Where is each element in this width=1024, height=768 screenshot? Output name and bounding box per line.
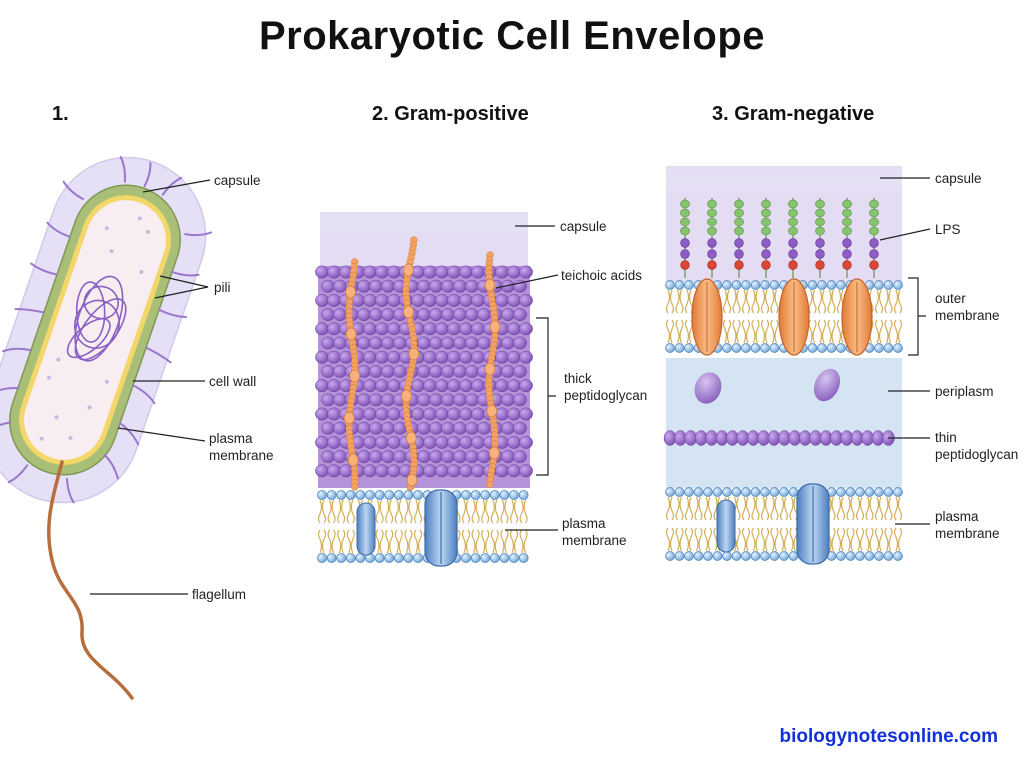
gp-membrane-proteins xyxy=(356,489,458,567)
label-lps: LPS xyxy=(935,222,961,237)
gn-periplasm-vesicle xyxy=(813,368,841,402)
label-flagellum: flagellum xyxy=(192,587,247,602)
label-capsule-2: capsule xyxy=(560,219,607,234)
gn-membrane-proteins xyxy=(716,483,830,565)
gp-teichoic-acids xyxy=(343,236,501,492)
gram-negative-envelope xyxy=(663,166,903,565)
gp-plasma-membrane xyxy=(317,490,529,563)
panel-1-heading: 1. xyxy=(52,103,69,125)
panel-3-leader-lines xyxy=(879,177,931,525)
gn-thin-peptidoglycan xyxy=(663,430,895,446)
label-periplasm: periplasm xyxy=(935,384,994,399)
panel-2-leader-lines xyxy=(495,225,559,531)
panel-1-leader-lines xyxy=(90,179,211,595)
gn-periplasm-vesicle xyxy=(694,372,722,404)
label-pili: pili xyxy=(214,280,231,295)
label-outer-membrane: outer membrane xyxy=(935,291,1000,323)
label-thick-peptidoglycan: thick peptidoglycan xyxy=(564,371,648,403)
label-plasma-membrane-3: plasma membrane xyxy=(935,509,1000,541)
panel-3-heading: 3. Gram-negative xyxy=(712,103,875,125)
credit-text: biologynotesonline.com xyxy=(779,726,998,747)
label-cell-wall: cell wall xyxy=(209,374,257,389)
pili xyxy=(0,155,213,504)
label-capsule-3: capsule xyxy=(935,171,982,186)
bacterium-cytoplasm xyxy=(24,200,166,460)
label-thin-peptidoglycan: thin peptidoglycan xyxy=(935,430,1019,462)
label-plasma-membrane-1: plasma membrane xyxy=(209,431,274,463)
label-capsule-1: capsule xyxy=(214,173,261,188)
gn-lps-chains xyxy=(680,198,879,278)
diagram-title: Prokaryotic Cell Envelope xyxy=(258,14,765,58)
label-teichoic-acids: teichoic acids xyxy=(561,268,643,283)
panel-2-heading: 2. Gram-positive xyxy=(372,103,529,125)
flagellum xyxy=(46,460,134,700)
gn-plasma-membrane xyxy=(665,487,903,561)
bacterium-cell xyxy=(0,155,213,504)
gn-porins xyxy=(691,278,873,356)
ribosomes xyxy=(39,216,150,441)
gram-positive-envelope xyxy=(315,212,533,567)
label-plasma-membrane-2: plasma membrane xyxy=(562,516,627,548)
nucleoid xyxy=(66,275,127,362)
